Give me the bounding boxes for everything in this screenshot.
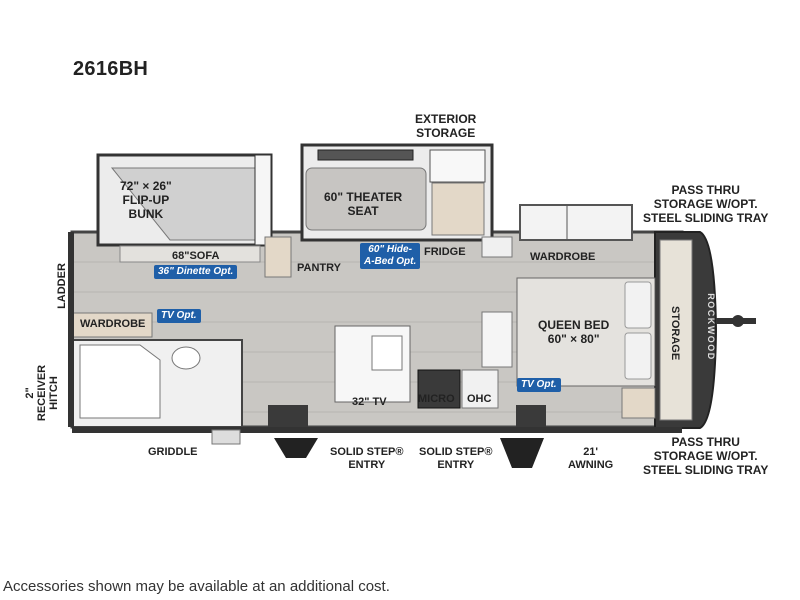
pillow-2 <box>624 332 652 380</box>
pillow-1 <box>624 281 652 329</box>
label-solid-step-2: SOLID STEP® ENTRY <box>419 446 493 471</box>
theater-seat-shape <box>305 167 427 231</box>
footer-disclaimer: Accessories shown may be available at an… <box>3 578 390 595</box>
label-bunk: 72" × 26" FLIP-UP BUNK <box>120 179 172 221</box>
label-storage-front: STORAGE <box>669 306 681 361</box>
step-2 <box>500 438 544 468</box>
label-micro: MICRO <box>418 393 455 405</box>
exterior-storage-box <box>429 149 486 183</box>
stove <box>417 369 461 409</box>
wardrobe-rear-box <box>519 204 633 241</box>
sofa-shape <box>119 245 261 263</box>
label-sofa: 68"SOFA <box>172 250 220 262</box>
ohc-cabinet <box>461 369 499 409</box>
label-wardrobe-rear: WARDROBE <box>530 251 596 263</box>
brand-logo: ROCKWOOD <box>705 293 716 361</box>
end-table <box>431 182 485 236</box>
label-ohc: OHC <box>467 393 492 405</box>
nightstand <box>621 387 656 419</box>
label-queen-bed: QUEEN BED 60" × 80" <box>538 318 610 346</box>
bunk-side-wall <box>254 154 272 246</box>
chair-2 <box>516 405 546 427</box>
label-griddle: GRIDDLE <box>148 446 198 458</box>
tag-dinette-opt: 36" Dinette Opt. <box>154 265 238 279</box>
label-pantry: PANTRY <box>297 262 341 274</box>
hitch-jack <box>732 315 744 327</box>
tag-tv-opt-rear: TV Opt. <box>157 309 201 323</box>
wardrobe-front-box <box>71 312 153 338</box>
tag-tv-opt-front: TV Opt. <box>517 378 561 392</box>
window-theater <box>317 149 414 161</box>
rear-wall <box>68 232 74 427</box>
pantry-box <box>264 236 292 278</box>
label-pass-thru-top: PASS THRU STORAGE W/OPT. STEEL SLIDING T… <box>643 183 769 225</box>
model-number: 2616BH <box>73 58 149 80</box>
bottom-wall <box>72 427 682 433</box>
sink <box>371 335 403 371</box>
label-exterior-storage: EXTERIOR STORAGE <box>415 112 477 140</box>
label-fridge: FRIDGE <box>424 246 466 258</box>
label-tv-32: 32" TV <box>352 396 387 408</box>
label-ladder: LADDER <box>56 263 68 309</box>
label-theater-seat: 60" THEATER SEAT <box>324 190 403 218</box>
label-pass-thru-bottom: PASS THRU STORAGE W/OPT. STEEL SLIDING T… <box>643 435 769 477</box>
fridge-box <box>481 236 513 258</box>
label-awning: 21' AWNING <box>568 446 614 471</box>
shower <box>79 344 161 419</box>
label-wardrobe-front: WARDROBE <box>80 318 146 330</box>
tag-hide-a-bed-opt: 60" Hide- A-Bed Opt. <box>360 243 421 269</box>
step-1 <box>274 438 318 458</box>
label-receiver-hitch: 2" RECEIVER HITCH <box>24 364 60 422</box>
front-storage <box>659 239 693 421</box>
griddle-shape <box>211 429 241 445</box>
label-solid-step-1: SOLID STEP® ENTRY <box>330 446 404 471</box>
tall-cabinet <box>481 311 513 368</box>
chair-1 <box>268 405 308 427</box>
toilet <box>171 346 201 370</box>
